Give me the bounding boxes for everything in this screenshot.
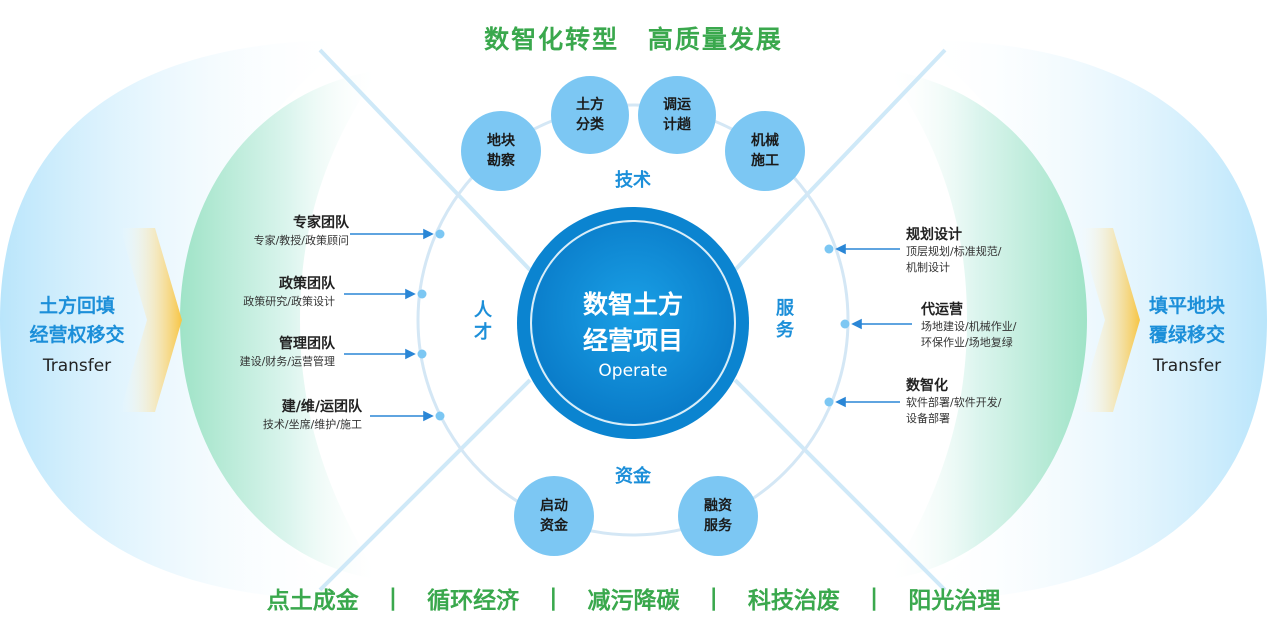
bottom-item: 阳光治理 [908,588,1001,614]
node-line: 调运 [663,97,691,113]
team-name: 建/维/运团队 [281,399,362,415]
ring-dot [824,244,834,254]
diagonal-line [733,48,947,272]
right-panel-title-line: 填平地块 [1148,295,1225,317]
separator: | [549,585,558,611]
service-item: 规划设计 顶层规划/标准规范/ 机制设计 [906,224,1001,276]
node-line: 服务 [704,518,732,534]
node-line: 土方 [576,97,604,113]
arrow-head [851,318,862,330]
service-item: 数智化 软件部署/软件开发/ 设备部署 [906,375,1001,427]
orbit-ring [416,103,850,537]
node-line: 勘察 [487,153,515,169]
service-name: 规划设计 [906,227,962,243]
service-detail-line: 机制设计 [906,261,950,274]
left-panel-title-line: 土方回填 [38,295,115,317]
node-line: 机械 [751,133,779,149]
right-chevron [1078,228,1140,412]
separator: | [709,585,718,611]
capital-node: 启动资金 [514,476,594,556]
tech-node: 调运计趟 [638,76,716,154]
arrow-head [835,243,846,255]
arrow-head [835,396,846,408]
left-panel-title-line: 经营权移交 [29,324,125,346]
tech-node: 机械施工 [725,111,805,191]
ring-dot [417,289,427,299]
center-circle-inner [533,223,733,423]
service-item: 代运营 场地建设/机械作业/ 环保作业/场地复绿 [921,299,1016,351]
center-subtitle: Operate [598,361,668,381]
tech-node: 地块勘察 [461,111,541,191]
ring-dot [435,229,445,239]
ring-dot [840,319,850,329]
diagonal-line [318,48,532,272]
team-detail: 建设/财务/运营管理 [239,355,335,368]
category-capital: 资金 [615,466,651,487]
team-name: 专家团队 [293,215,349,231]
node-line: 分类 [576,117,604,133]
ring-dot [417,349,427,359]
category-talent: 人才 [471,300,492,344]
service-detail-line: 软件部署/软件开发/ [906,396,1002,409]
right-panel-subtitle: Transfer [1152,356,1222,376]
category-technology: 技术 [615,170,651,191]
arrow-head [423,410,434,422]
team-detail: 专家/教授/政策顾问 [253,234,349,247]
left-chevron [120,228,182,412]
diagonal-line [318,378,532,592]
talent-team-item: 建/维/运团队 技术/坐席/维护/施工 [263,396,362,432]
center-circle-ring [530,220,736,426]
left-inner-orb [180,70,380,580]
ring-dot [824,397,834,407]
center-label: 数智土方 经营项目 Operate [533,287,733,381]
right-panel-title-line: 覆绿移交 [1148,324,1225,346]
team-detail: 政策研究/政策设计 [243,295,335,308]
node-line: 资金 [540,518,568,534]
diagonal-line [733,378,947,592]
node-line: 施工 [751,153,779,169]
ring-dot [435,411,445,421]
node-line: 融资 [704,498,732,514]
right-inner-orb [887,70,1087,580]
talent-team-item: 管理团队 建设/财务/运营管理 [240,333,335,369]
center-title-line: 经营项目 [582,326,683,355]
service-name: 代运营 [921,302,963,318]
bottom-item: 科技治废 [747,588,840,614]
category-service: 服务 [773,298,794,342]
bottom-slogans: 点土成金 | 循环经济 | 减污降碳 | 科技治废 | 阳光治理 [0,580,1267,616]
team-detail: 技术/坐席/维护/施工 [262,418,362,431]
service-detail-line: 设备部署 [906,412,950,425]
separator: | [869,585,879,611]
node-line: 启动 [540,498,568,514]
bottom-item: 循环经济 [427,588,520,614]
service-detail-line: 环保作业/场地复绿 [921,336,1013,349]
tech-node: 土方分类 [551,76,629,154]
arrow-head [405,288,416,300]
service-detail-line: 场地建设/机械作业/ [921,320,1017,333]
bottom-item: 减污降碳 [587,588,680,614]
capital-node: 融资服务 [678,476,758,556]
arrow-head [405,348,416,360]
bottom-item: 点土成金 [266,588,359,614]
talent-team-item: 政策团队 政策研究/政策设计 [243,273,335,309]
service-detail-line: 顶层规划/标准规范/ [906,245,1002,258]
right-panel: 填平地块 覆绿移交 Transfer [1122,292,1252,376]
center-title-line: 数智土方 [582,290,683,319]
arrow-head [423,228,434,240]
left-panel: 土方回填 经营权移交 Transfer [12,292,142,376]
node-line: 计趟 [663,117,691,133]
right-outer-orb [917,40,1267,600]
team-name: 管理团队 [279,336,335,352]
service-name: 数智化 [906,378,948,394]
page-title: 数智化转型 高质量发展 [484,25,783,54]
node-line: 地块 [487,133,515,149]
talent-team-item: 专家团队 专家/教授/政策顾问 [254,212,349,248]
team-name: 政策团队 [279,276,335,292]
left-panel-subtitle: Transfer [42,356,112,376]
separator: | [388,585,398,611]
